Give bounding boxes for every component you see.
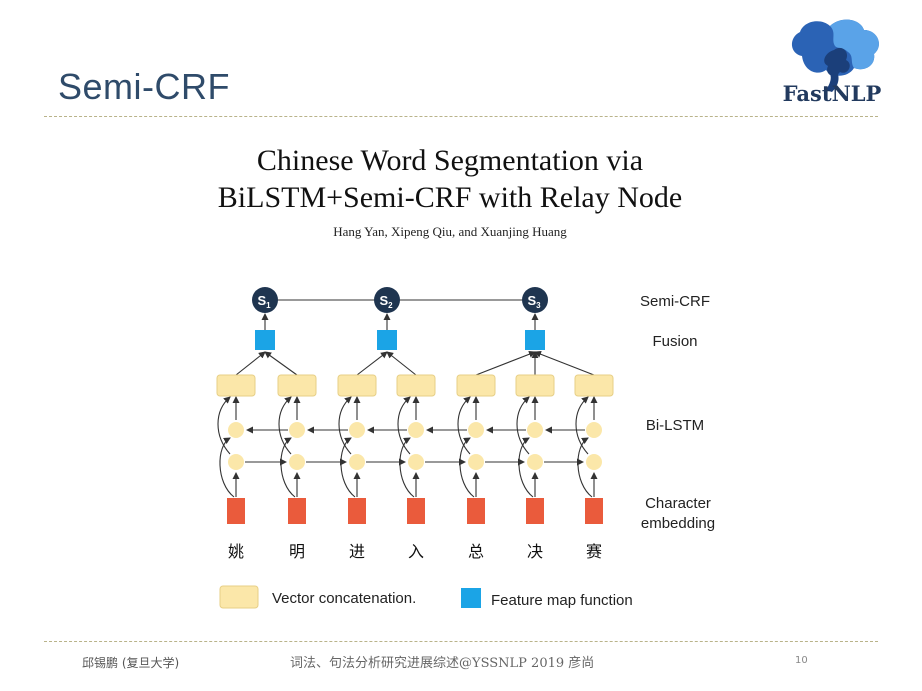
segment-node: S3 xyxy=(522,287,548,313)
embedding-to-backward-arrow xyxy=(340,437,356,498)
forward-to-concat-arrow xyxy=(338,396,352,455)
label-semi-crf: Semi-CRF xyxy=(640,293,710,310)
brain-puzzle-icon xyxy=(791,19,879,92)
embedding-to-backward-arrow xyxy=(459,437,475,498)
forward-to-concat-arrow xyxy=(217,396,231,455)
segment-node-circle xyxy=(252,287,278,313)
backward-lstm-cell xyxy=(289,422,305,438)
backward-lstm-cell xyxy=(408,422,424,438)
forward-lstm-cell xyxy=(468,454,484,470)
segment-node-subscript: 3 xyxy=(536,301,541,310)
concat-box xyxy=(277,374,317,397)
segment-node: S2 xyxy=(374,287,400,313)
character-label: 进 xyxy=(349,542,365,561)
embedding-to-backward-arrow xyxy=(577,437,593,498)
logo-text: FastNLP xyxy=(782,81,882,106)
paper-authors: Hang Yan, Xipeng Qiu, and Xuanjing Huang xyxy=(333,224,567,239)
label-embedding: embedding xyxy=(641,515,715,532)
embedding-to-backward-arrow xyxy=(280,437,296,498)
char-embedding-box xyxy=(288,498,306,524)
forward-lstm-cell xyxy=(527,454,543,470)
forward-lstm-cell xyxy=(228,454,244,470)
forward-lstm-cell xyxy=(586,454,602,470)
concat-box xyxy=(456,374,496,397)
connection-lines xyxy=(217,299,598,498)
concat-to-fusion-arrow xyxy=(264,351,298,376)
backward-lstm-cell xyxy=(527,422,543,438)
character-label: 姚 xyxy=(228,542,244,561)
concat-to-fusion-arrow xyxy=(235,351,266,376)
backward-lstm-cell xyxy=(228,422,244,438)
char-embedding-box xyxy=(348,498,366,524)
concat-box xyxy=(396,374,436,397)
segment-node-circle xyxy=(522,287,548,313)
embedding-to-backward-arrow xyxy=(518,437,534,498)
forward-lstm-cell xyxy=(408,454,424,470)
backward-lstm-cell xyxy=(468,422,484,438)
slide-title: Semi-CRF xyxy=(58,66,230,107)
backward-lstm-cell xyxy=(349,422,365,438)
fusion-square xyxy=(525,330,545,350)
character-label: 入 xyxy=(408,542,424,561)
legend-feature-swatch xyxy=(461,588,481,608)
character-label: 赛 xyxy=(586,542,602,561)
paper-title-line2: BiLSTM+Semi-CRF with Relay Node xyxy=(217,181,683,214)
forward-to-concat-arrow xyxy=(278,396,292,455)
char-embedding-box xyxy=(585,498,603,524)
legend-feature-label: Feature map function xyxy=(491,592,633,609)
concat-to-fusion-arrow xyxy=(475,350,536,376)
embedding-to-backward-arrow xyxy=(399,437,415,498)
forward-lstm-cell xyxy=(349,454,365,470)
label-character: Character xyxy=(645,495,711,512)
backward-lstm-cell xyxy=(586,422,602,438)
segment-node: S1 xyxy=(252,287,278,313)
forward-lstm-cell xyxy=(289,454,305,470)
char-embedding-box xyxy=(227,498,245,524)
character-label: 决 xyxy=(527,542,543,561)
segment-node-circle xyxy=(374,287,400,313)
footer-talk-title: 词法、句法分析研究进展综述@YSSNLP 2019 彦尚 xyxy=(290,656,595,671)
concat-to-fusion-arrow xyxy=(386,351,417,376)
char-embedding-box xyxy=(467,498,485,524)
concat-box xyxy=(216,374,256,397)
footer-page-number: 10 xyxy=(795,655,808,666)
diagram-nodes: S1 S2 S3 姚 明 进 入 总 决 赛 xyxy=(216,287,614,561)
concat-box xyxy=(515,374,555,397)
concat-to-fusion-arrow xyxy=(534,350,595,376)
legend-concat-swatch xyxy=(219,585,259,609)
footer-author: 邱锡鹏 (复旦大学) xyxy=(82,656,180,670)
char-embedding-box xyxy=(407,498,425,524)
segment-node-subscript: 1 xyxy=(266,301,271,310)
legend-concat-label: Vector concatenation. xyxy=(272,590,416,607)
footer-divider xyxy=(44,641,878,642)
fusion-square xyxy=(255,330,275,350)
char-embedding-box xyxy=(526,498,544,524)
label-fusion: Fusion xyxy=(652,333,697,350)
paper-title-line1: Chinese Word Segmentation via xyxy=(256,144,644,177)
concat-box xyxy=(574,374,614,397)
segment-node-subscript: 2 xyxy=(388,301,393,310)
forward-to-concat-arrow xyxy=(397,396,411,455)
paper-title: Chinese Word Segmentation via BiLSTM+Sem… xyxy=(150,142,750,216)
forward-to-concat-arrow xyxy=(575,396,589,455)
concat-box xyxy=(337,374,377,397)
forward-to-concat-arrow xyxy=(457,396,471,455)
label-bi-lstm: Bi-LSTM xyxy=(646,417,704,434)
embedding-to-backward-arrow xyxy=(219,437,235,498)
character-label: 总 xyxy=(468,542,484,561)
forward-to-concat-arrow xyxy=(516,396,530,455)
character-label: 明 xyxy=(289,542,305,561)
fusion-square xyxy=(377,330,397,350)
title-divider xyxy=(44,116,878,117)
concat-to-fusion-arrow xyxy=(356,351,388,376)
